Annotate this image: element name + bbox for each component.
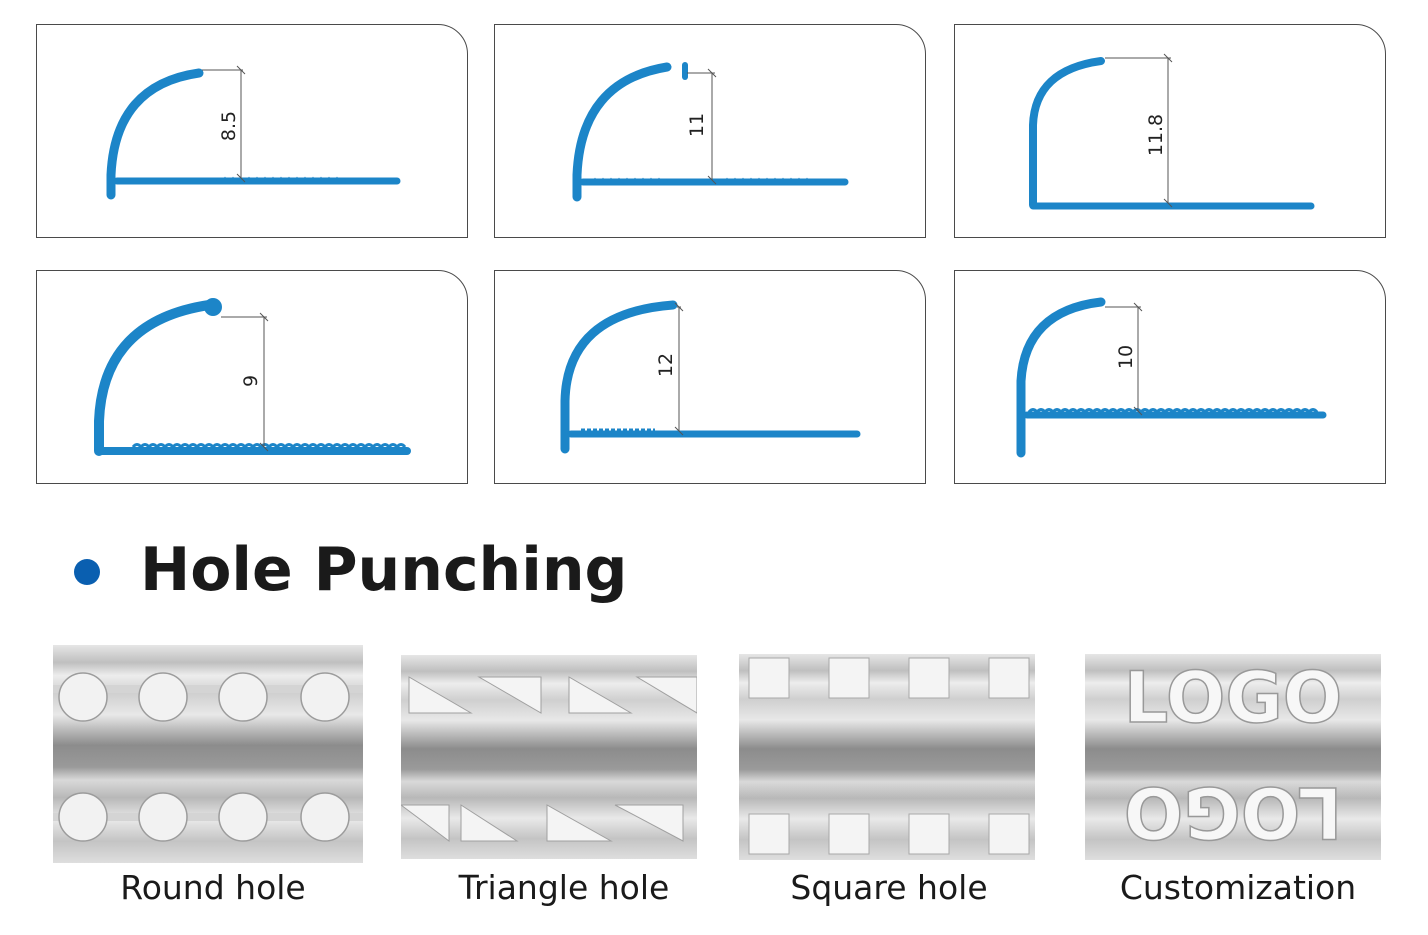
profile-card-2: 11 (494, 24, 926, 238)
profile-drawing-6: 10 (1016, 297, 1327, 458)
profile-card-1: 8.5 (36, 24, 468, 238)
dimension-label: 10 (1115, 345, 1137, 369)
profile-card-3: 11.8 (954, 24, 1386, 238)
profile-drawing-3: 11.8 (1029, 53, 1315, 210)
dimension-label: 11.8 (1145, 114, 1167, 156)
caption-customization: Customization (1119, 868, 1357, 907)
logo-hole-sample: LOGO LOGO (1085, 654, 1381, 860)
dimension-label: 9 (240, 375, 262, 387)
section-title: Hole Punching (140, 535, 628, 605)
profile-card-5: 12 (494, 270, 926, 484)
dimension-label: 12 (655, 353, 677, 377)
profile-drawing-5: 12 (560, 300, 861, 454)
profile-card-4: 9 (36, 270, 468, 484)
caption-square-hole: Square hole (790, 868, 988, 907)
dimension-label: 11 (686, 113, 708, 137)
round-hole-sample (53, 645, 363, 863)
square-hole-sample (739, 654, 1035, 860)
section-heading: Hole Punching (74, 525, 628, 615)
profile-drawing-1: 8.5 (106, 65, 401, 200)
profile-drawing-4: 9 (94, 298, 411, 456)
logo-text-mirrored: LOGO (1124, 771, 1343, 853)
dimension-label: 8.5 (218, 111, 240, 141)
profile-drawing-2: 11 (572, 62, 849, 202)
triangle-hole-sample (401, 655, 697, 859)
logo-text: LOGO (1124, 657, 1343, 739)
bullet-dot-icon (74, 559, 100, 585)
profile-card-6: 10 (954, 270, 1386, 484)
caption-round-hole: Round hole (120, 868, 306, 907)
caption-triangle-hole: Triangle hole (458, 868, 670, 907)
